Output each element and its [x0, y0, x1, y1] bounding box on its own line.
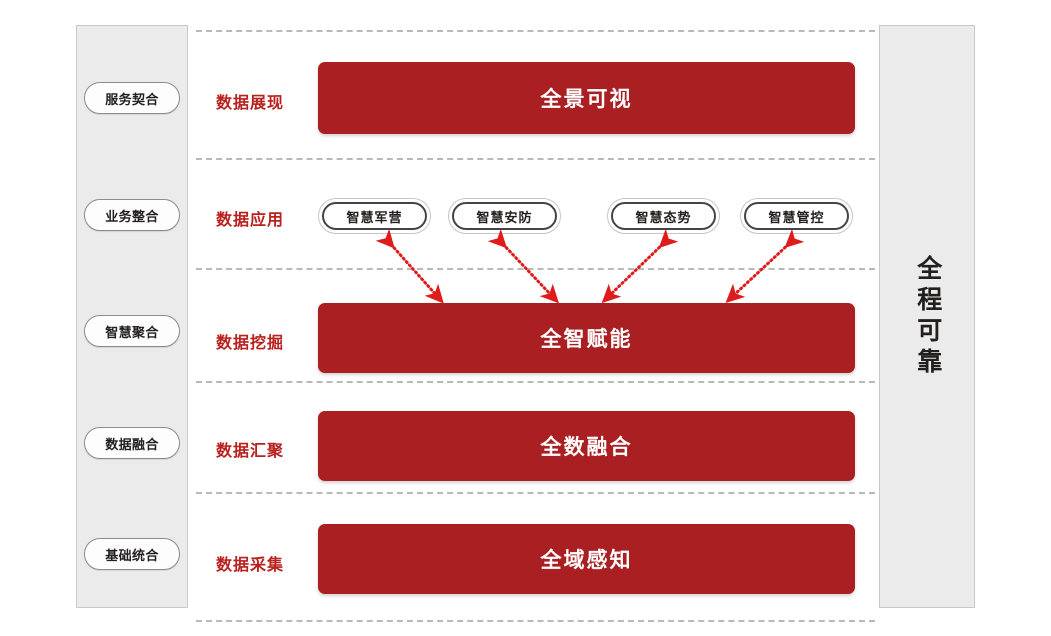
- stage-pill-2[interactable]: 业务整合: [84, 199, 180, 231]
- capability-bar-3[interactable]: 全智赋能: [318, 303, 855, 373]
- row-separator-2: [196, 158, 875, 160]
- row-separator-4: [196, 381, 875, 383]
- row-label-2: 数据应用: [216, 212, 285, 229]
- stage-pill-4[interactable]: 数据融合: [84, 427, 180, 459]
- row-label-5: 数据采集: [216, 557, 285, 574]
- row-separator-1: [196, 30, 875, 32]
- capability-bar-label: 全智赋能: [540, 328, 633, 351]
- app-pill-2[interactable]: 智慧安防: [448, 198, 561, 234]
- app-pill-1[interactable]: 智慧军营: [318, 198, 431, 234]
- stage-pill-3[interactable]: 智慧聚合: [84, 315, 180, 347]
- capability-bar-5[interactable]: 全域感知: [318, 524, 855, 594]
- capability-bar-4[interactable]: 全数融合: [318, 411, 855, 481]
- row-separator-6: [196, 620, 875, 622]
- stage-pill-5[interactable]: 基础统合: [84, 538, 180, 570]
- app-pill-label: 智慧军营: [346, 209, 403, 225]
- capability-bar-label: 全景可视: [540, 88, 633, 111]
- app-pill-label: 智慧管控: [768, 209, 825, 225]
- stage-pill-label: 数据融合: [105, 436, 159, 452]
- row-separator-5: [196, 492, 875, 494]
- app-pill-inner-ring: 智慧管控: [744, 202, 849, 230]
- reliability-panel-label: 全程可靠: [913, 254, 942, 379]
- app-pill-inner-ring: 智慧安防: [452, 202, 557, 230]
- stage-pill-label: 基础统合: [105, 547, 159, 563]
- row-label-1: 数据展现: [216, 95, 285, 112]
- row-label-4: 数据汇聚: [216, 443, 285, 460]
- app-pill-inner-ring: 智慧态势: [611, 202, 716, 230]
- app-pill-inner-ring: 智慧军营: [322, 202, 427, 230]
- stage-pill-label: 业务整合: [105, 208, 159, 224]
- stage-pill-label: 智慧聚合: [105, 324, 159, 340]
- app-pill-label: 智慧安防: [476, 209, 533, 225]
- capability-bar-label: 全数融合: [540, 436, 633, 459]
- app-pill-3[interactable]: 智慧态势: [607, 198, 720, 234]
- app-pill-4[interactable]: 智慧管控: [740, 198, 853, 234]
- row-label-3: 数据挖掘: [216, 335, 285, 352]
- capability-bar-label: 全域感知: [540, 549, 633, 572]
- stage-pill-label: 服务契合: [105, 91, 159, 107]
- stage-pill-1[interactable]: 服务契合: [84, 82, 180, 114]
- row-separator-3: [196, 268, 875, 270]
- capability-bar-1[interactable]: 全景可视: [318, 62, 855, 134]
- app-pill-label: 智慧态势: [635, 209, 692, 225]
- reliability-panel: 全程可靠: [879, 25, 975, 608]
